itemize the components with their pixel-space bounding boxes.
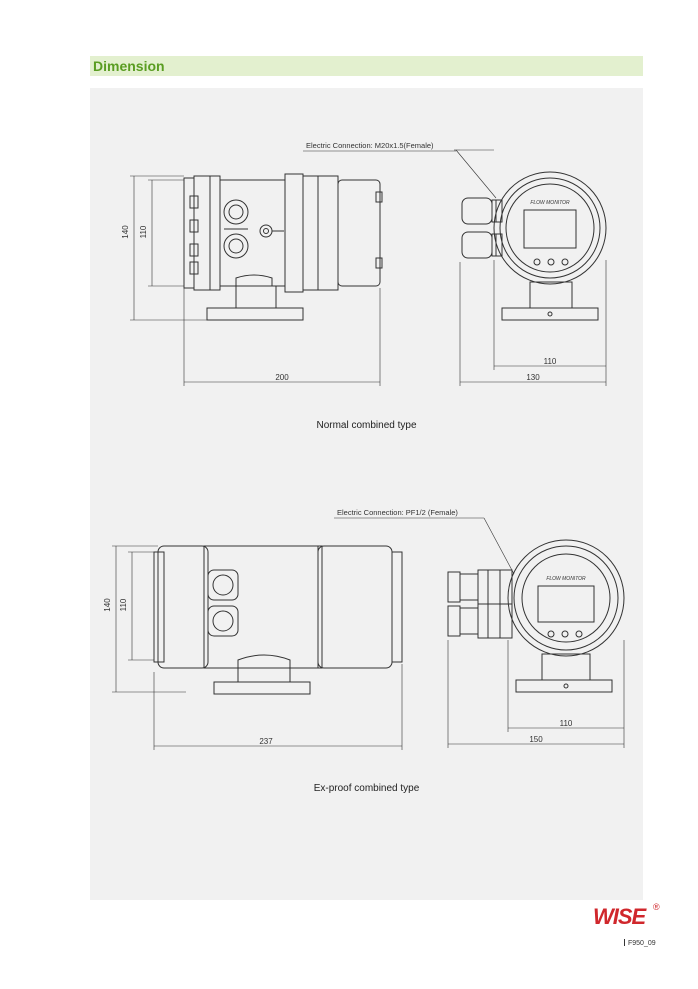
exproof-dim-110: 110 bbox=[119, 598, 128, 611]
section-header-bar: Dimension bbox=[90, 56, 643, 76]
page-code-divider bbox=[624, 939, 625, 946]
normal-dim-140: 140 bbox=[121, 225, 130, 239]
exproof-side-dimensions bbox=[112, 545, 403, 750]
section-title: Dimension bbox=[93, 58, 165, 74]
page-code-text: F950_09 bbox=[628, 940, 656, 947]
exproof-side-view bbox=[153, 545, 403, 695]
normal-display-label: FLOW MONITOR bbox=[530, 200, 570, 206]
exproof-display-label: FLOW MONITOR bbox=[546, 576, 586, 582]
exproof-dim-110-front: 110 bbox=[560, 719, 573, 728]
brand-name: WISE bbox=[593, 904, 646, 929]
normal-front-view bbox=[461, 171, 607, 321]
exproof-caption: Ex-proof combined type bbox=[313, 783, 420, 794]
exproof-dim-237: 237 bbox=[259, 737, 273, 746]
exproof-dim-140: 140 bbox=[103, 598, 112, 612]
normal-front-dimensions bbox=[454, 149, 607, 386]
normal-electric-connection: Electric Connection: M20x1.5(Female) bbox=[306, 141, 434, 150]
dimension-panel: Normal combined type Ex-proof combined t… bbox=[90, 88, 643, 900]
wise-logo: WISE ® bbox=[593, 902, 663, 934]
page-code: F950_09 bbox=[624, 939, 656, 947]
normal-dim-200: 200 bbox=[275, 373, 289, 382]
exproof-front-view bbox=[447, 539, 625, 693]
normal-dim-110-front: 110 bbox=[544, 357, 557, 366]
normal-dim-130: 130 bbox=[526, 373, 540, 382]
exproof-electric-connection: Electric Connection: PF1/2 (Female) bbox=[337, 508, 458, 517]
normal-caption: Normal combined type bbox=[316, 420, 417, 431]
normal-dim-110: 110 bbox=[139, 225, 148, 238]
normal-side-dimensions bbox=[130, 175, 381, 386]
normal-side-view bbox=[183, 173, 383, 321]
registered-mark: ® bbox=[653, 902, 660, 912]
exproof-dim-150: 150 bbox=[529, 735, 543, 744]
exproof-front-dimensions bbox=[334, 517, 625, 748]
